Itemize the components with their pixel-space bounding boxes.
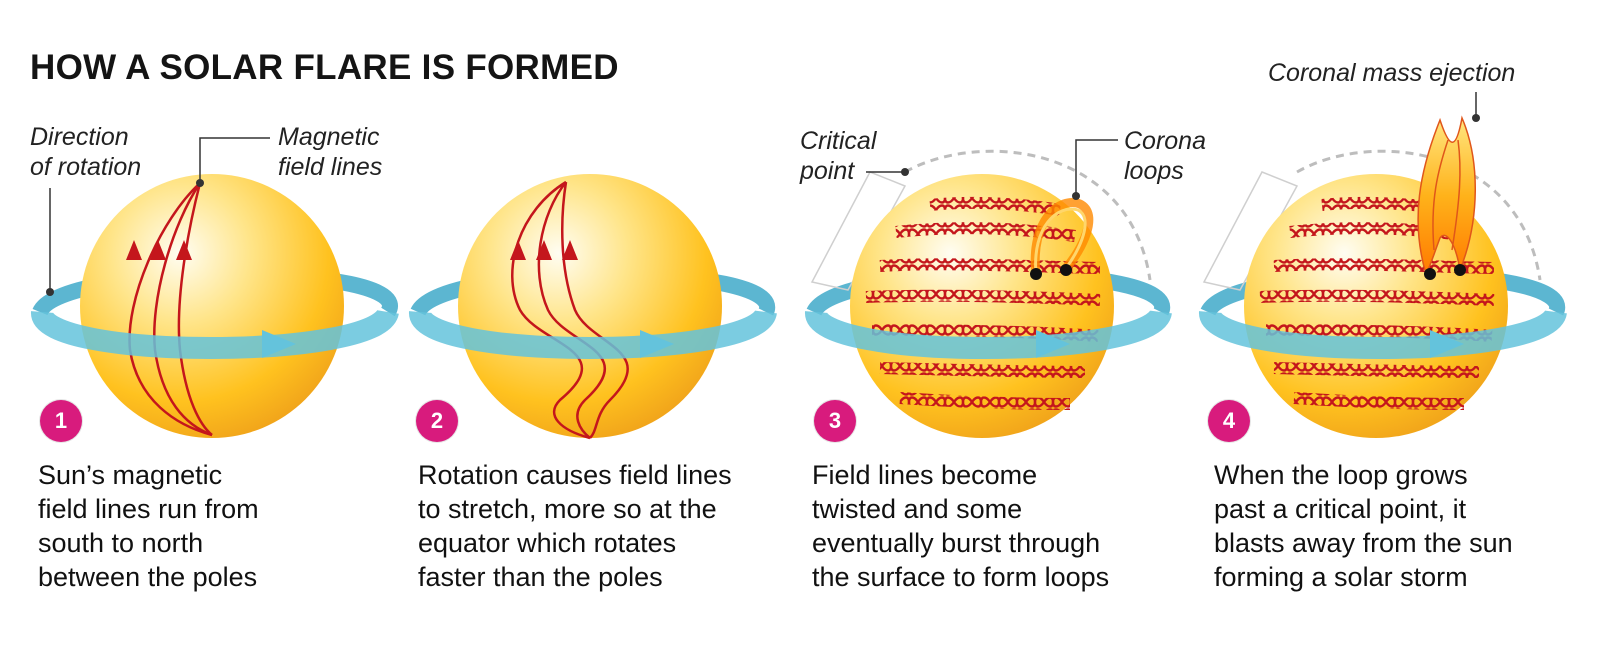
rotation-arrowhead: [262, 330, 296, 358]
field-arrow: [176, 240, 192, 260]
caption-line: twisted and some: [812, 494, 1023, 524]
sun-2: [458, 174, 722, 438]
critical-label-line2: point: [800, 157, 855, 185]
critical-arc: [904, 149, 1152, 281]
caption-line: between the poles: [38, 562, 258, 592]
sun-1: [80, 174, 344, 438]
step-caption-2: Rotation causes field lines to stretch, …: [418, 458, 788, 594]
corona-leader: [1075, 139, 1118, 196]
caption-line: field lines run from: [38, 494, 259, 524]
caption-line: the surface to form loops: [812, 562, 1110, 592]
panel-4: [1199, 92, 1567, 438]
caption-line: forming a solar storm: [1214, 562, 1468, 592]
caption-line: equator which rotates: [418, 528, 677, 558]
direction-of-rotation-label: Direction of rotation: [30, 122, 141, 182]
corona-loops-label: Corona loops: [1124, 126, 1206, 186]
rotation-band-front: [31, 307, 399, 359]
rotation-arrowhead: [1430, 330, 1464, 358]
step-caption-3: Field lines become twisted and some even…: [812, 458, 1182, 594]
step-badge-3: 3: [814, 400, 856, 442]
rotation-band-front: [1199, 307, 1567, 359]
ghost-arrow: [1202, 171, 1299, 291]
direction-label-line2: of rotation: [30, 153, 142, 181]
magnetic-label-line2: field lines: [278, 153, 383, 181]
direction-label-line1: Direction: [30, 123, 129, 151]
caption-line: blasts away from the sun: [1214, 528, 1513, 558]
coronal-mass-ejection-label: Coronal mass ejection: [1268, 59, 1516, 87]
step-caption-1: Sun’s magnetic field lines run from sout…: [38, 458, 408, 594]
rotation-band-front: [409, 307, 777, 359]
field-arrow: [536, 240, 552, 260]
panel-1: [31, 137, 399, 438]
caption-line: Field lines become: [812, 460, 1038, 490]
magnetic-leader: [199, 137, 270, 183]
caption-line: past a critical point, it: [1214, 494, 1467, 524]
step-badge-2: 2: [416, 400, 458, 442]
rotation-arrowhead: [640, 330, 674, 358]
caption-line: to stretch, more so at the: [418, 494, 717, 524]
page-title: HOW A SOLAR FLARE IS FORMED: [30, 48, 619, 87]
step-caption-4: When the loop grows past a critical poin…: [1214, 458, 1584, 594]
field-arrow: [510, 240, 526, 260]
step-badge-1: 1: [40, 400, 82, 442]
caption-line: faster than the poles: [418, 562, 663, 592]
rotation-arrowhead: [1036, 330, 1070, 358]
step-badge-4: 4: [1208, 400, 1250, 442]
corona-loop-3: [1030, 198, 1094, 280]
caption-line: eventually burst through: [812, 528, 1101, 558]
caption-line: south to north: [38, 528, 204, 558]
coronal-mass-ejection-flame: [1417, 115, 1476, 280]
field-arrow: [126, 240, 142, 260]
caption-line: Rotation causes field lines: [418, 460, 732, 490]
corona-label-line1: Corona: [1124, 127, 1206, 155]
ghost-arrow: [810, 171, 907, 291]
magnetic-label-line1: Magnetic: [278, 123, 380, 151]
caption-line: When the loop grows: [1214, 460, 1468, 490]
critical-label-line1: Critical: [800, 127, 877, 155]
critical-point-label: Critical point: [800, 126, 876, 186]
panel-3: [805, 139, 1172, 438]
field-arrow: [150, 240, 166, 260]
panel-2: [409, 174, 777, 440]
corona-label-line2: loops: [1124, 157, 1184, 185]
field-arrow: [562, 240, 578, 260]
magnetic-field-lines-label: Magnetic field lines: [278, 122, 382, 182]
caption-line: Sun’s magnetic: [38, 460, 223, 490]
rotation-band-front: [805, 307, 1172, 359]
